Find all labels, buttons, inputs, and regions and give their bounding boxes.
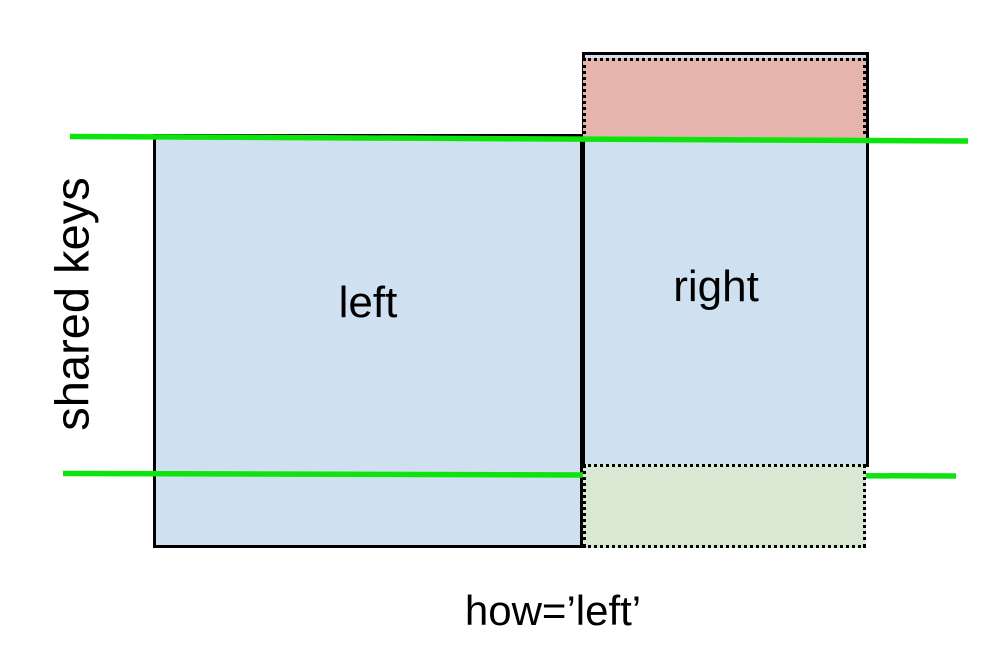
right-table-label: right bbox=[673, 262, 759, 311]
shared-keys-axis-label: shared keys bbox=[45, 177, 99, 431]
left-table-rect bbox=[153, 134, 583, 548]
left-only-keys-region bbox=[583, 464, 866, 548]
right-only-keys-region bbox=[583, 58, 866, 141]
join-how-caption: how=’left’ bbox=[464, 587, 642, 634]
left-table-label: left bbox=[338, 278, 398, 327]
